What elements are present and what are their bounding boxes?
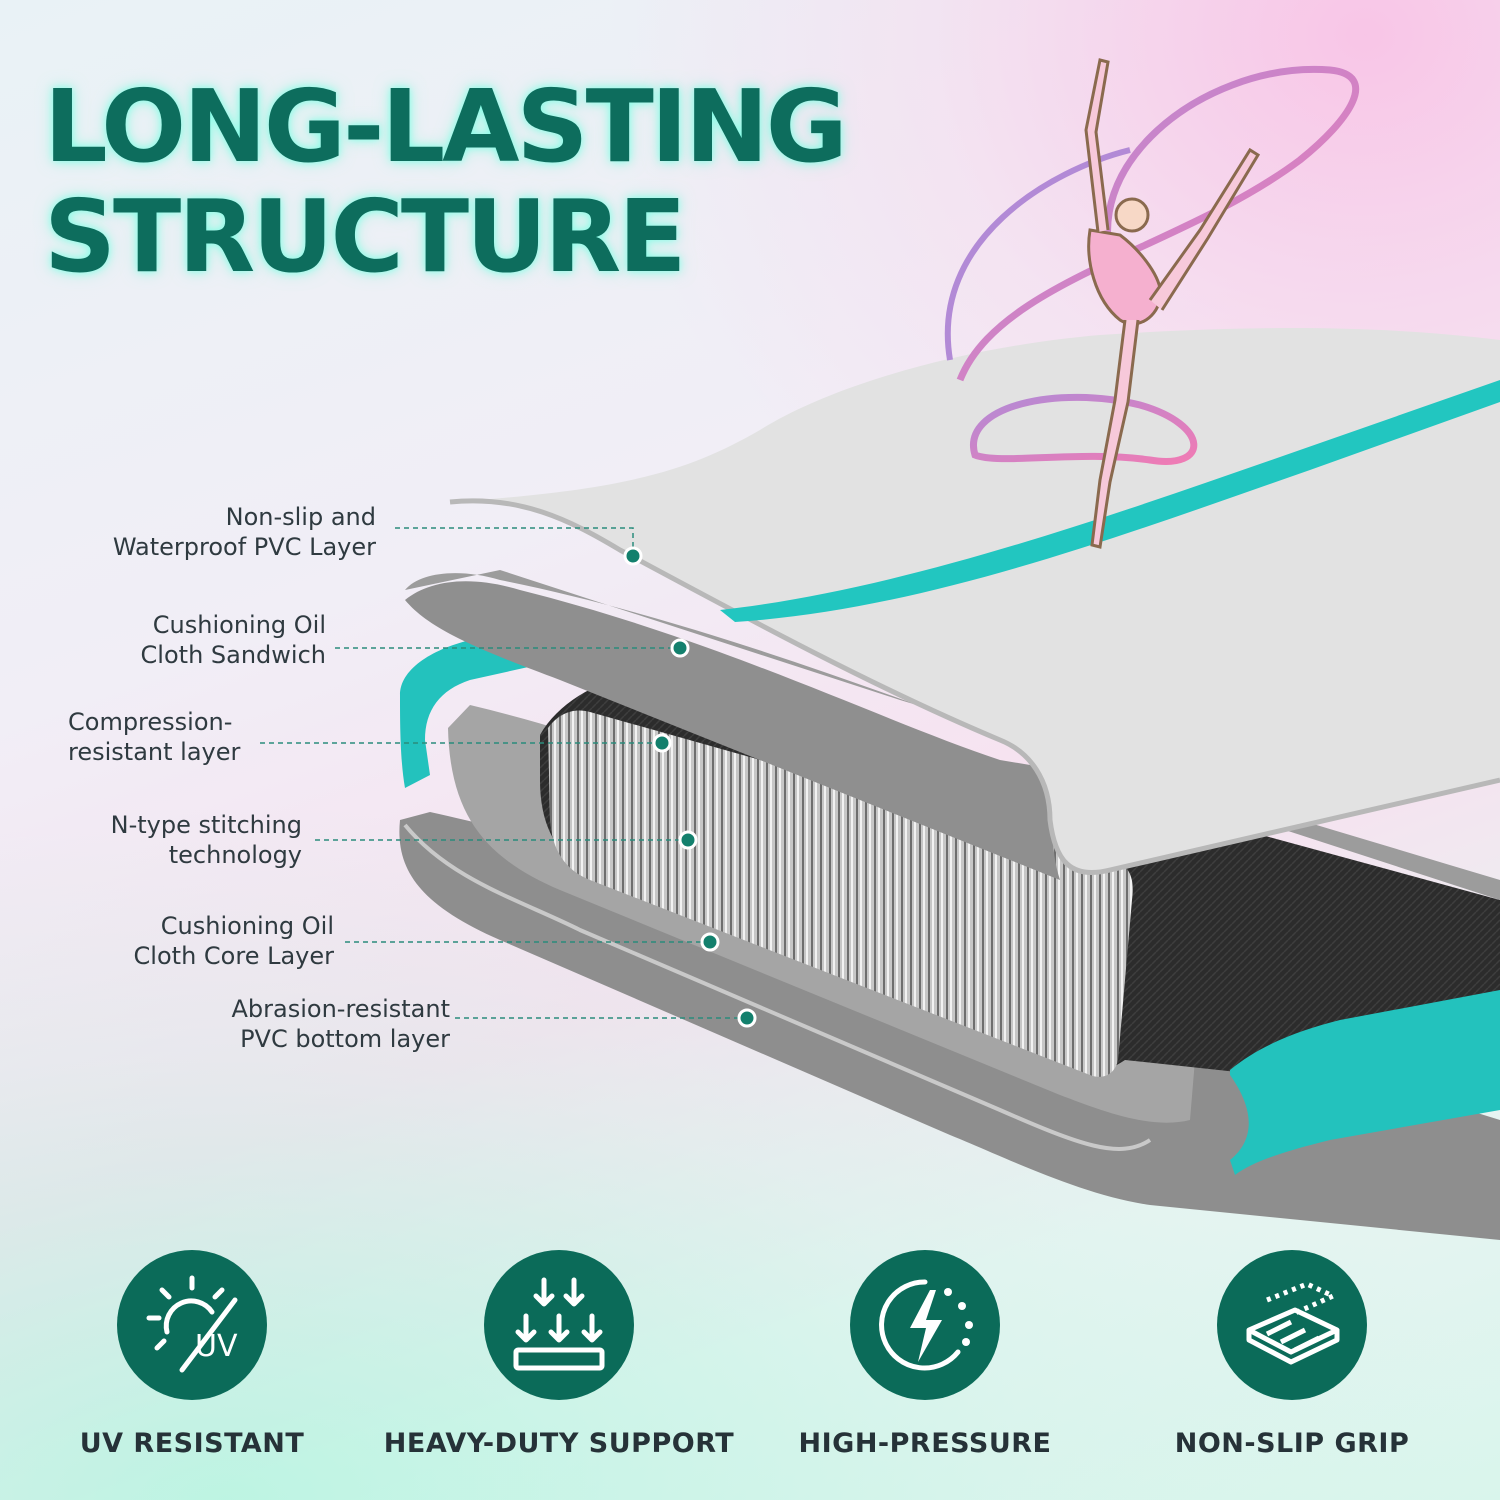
callout-sandwich: Cushioning Oil Cloth Sandwich — [141, 610, 326, 670]
headline: LONG-LASTING STRUCTURE — [44, 68, 848, 295]
gymnast-leg-raised — [1148, 147, 1261, 311]
callout-leaders — [260, 527, 747, 1019]
leader-1 — [395, 527, 634, 554]
bottom-layer-highlight — [403, 823, 1152, 1151]
callout-compression: Compression- resistant layer — [68, 707, 240, 767]
callout-bottom-layer: Abrasion-resistant PVC bottom layer — [232, 994, 450, 1054]
ribbon-top — [956, 65, 1360, 382]
headline-line-2: STRUCTURE — [44, 178, 687, 295]
callout-line: Cloth Core Layer — [133, 942, 334, 970]
sandwich-layer-main — [405, 581, 1060, 880]
teal-band-right — [1230, 990, 1500, 1175]
callout-core-layer: Cushioning Oil Cloth Core Layer — [134, 911, 334, 971]
feature-label: HIGH-PRESSURE — [798, 1428, 1052, 1459]
callout-line: Non-slip and — [225, 503, 376, 531]
feature-label: UV RESISTANT — [79, 1428, 305, 1459]
uv-sun-icon: UV — [117, 1250, 267, 1400]
teal-band-left — [400, 625, 585, 788]
callout-line: PVC bottom layer — [240, 1025, 450, 1053]
dot-3 — [652, 733, 672, 753]
top-pvc-layer — [450, 328, 1500, 873]
dot-4 — [678, 830, 698, 850]
downward-pressure-icon — [484, 1250, 634, 1400]
callout-line: Waterproof PVC Layer — [112, 533, 376, 561]
ribbon-bottom — [970, 393, 1198, 465]
callout-line: Cushioning Oil — [152, 611, 326, 639]
callout-stitching: N-type stitching technology — [111, 810, 302, 870]
callout-line: Cushioning Oil — [160, 912, 334, 940]
callout-line: Abrasion-resistant — [231, 995, 450, 1023]
gymnast-arm-up — [1084, 58, 1110, 233]
dot-5 — [700, 932, 720, 952]
stitching-pleats — [548, 710, 1133, 1077]
gymnast-body — [1087, 228, 1163, 326]
callout-dots — [623, 546, 757, 1028]
headline-line-1: LONG-LASTING — [44, 68, 848, 185]
lightning-gauge-icon — [850, 1250, 1000, 1400]
gymnast-head — [1114, 197, 1150, 233]
feature-high-pressure: HIGH-PRESSURE — [745, 1250, 1105, 1459]
callout-line: technology — [168, 841, 302, 869]
dot-2 — [670, 638, 690, 658]
top-pvc-edge — [449, 498, 1500, 876]
callout-line: N-type stitching — [110, 811, 302, 839]
gymnast-leg-standing — [1090, 319, 1140, 549]
callout-line: resistant layer — [68, 738, 241, 766]
feature-label: NON-SLIP GRIP — [1174, 1428, 1410, 1459]
feature-non-slip-grip: NON-SLIP GRIP — [1112, 1250, 1472, 1459]
uv-icon-text: UV — [195, 1329, 238, 1364]
callout-line: Cloth Sandwich — [140, 641, 326, 669]
dot-6 — [737, 1008, 757, 1028]
callout-pvc-layer: Non-slip and Waterproof PVC Layer — [113, 502, 376, 562]
feature-uv-resistant: UV UV RESISTANT — [12, 1250, 372, 1459]
callout-line: Compression- — [68, 708, 233, 736]
dot-1 — [623, 546, 643, 566]
feature-heavy-duty-support: HEAVY-DUTY SUPPORT — [379, 1250, 739, 1459]
gymnast-figure — [1084, 58, 1261, 549]
feature-label: HEAVY-DUTY SUPPORT — [383, 1428, 735, 1459]
grip-mat-icon — [1217, 1250, 1367, 1400]
